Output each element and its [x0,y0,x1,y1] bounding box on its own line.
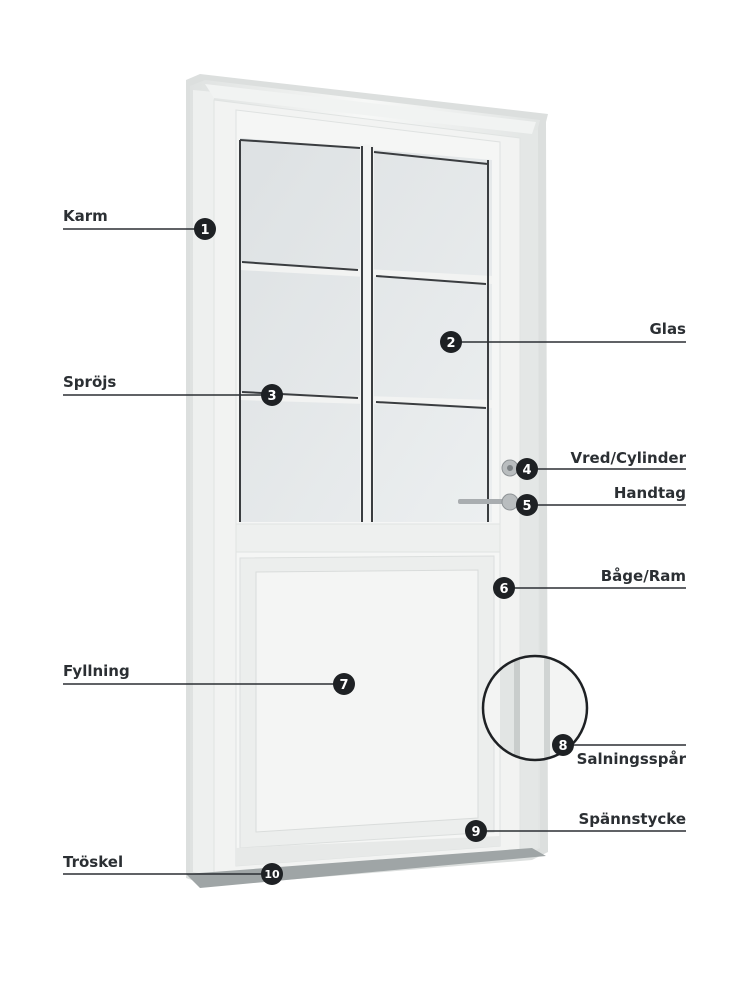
label-karm: Karm [63,207,108,225]
label-fyllning: Fyllning [63,662,130,680]
lock-cylinder [501,459,519,477]
badge-8: 8 [552,734,574,756]
badge-number-6: 6 [499,582,508,597]
label-vred-cylinder: Vred/Cylinder [570,449,686,467]
badge-number-5: 5 [522,499,531,514]
badge-number-1: 1 [200,223,209,238]
badge-3: 3 [261,384,283,406]
label-spannstycke: Spännstycke [578,810,686,828]
badge-10: 10 [261,863,283,885]
mid-rail [235,523,501,553]
badge-6: 6 [493,577,515,599]
badge-9: 9 [465,820,487,842]
badge-5: 5 [516,494,538,516]
badge-number-2: 2 [446,336,455,351]
leader-lines [63,228,686,875]
badge-1: 1 [194,218,216,240]
label-glas: Glas [649,320,686,338]
label-sprojs: Spröjs [63,373,117,391]
badge-number-8: 8 [558,739,567,754]
label-troskel: Tröskel [63,853,124,871]
badge-7: 7 [333,673,355,695]
badge-2: 2 [440,331,462,353]
badge-number-9: 9 [471,825,480,840]
door-leaf [213,99,521,877]
badge-number-10: 10 [264,868,280,881]
badge-number-3: 3 [267,389,276,404]
label-salningsspar: Salningsspår [576,750,686,768]
badges: 1 2 3 4 5 6 7 [194,218,574,885]
badge-number-7: 7 [339,678,348,693]
label-handtag: Handtag [613,484,686,502]
lower-panel [239,555,495,849]
label-bage-ram: Båge/Ram [600,567,686,585]
badge-number-4: 4 [522,463,531,478]
badge-4: 4 [516,458,538,480]
